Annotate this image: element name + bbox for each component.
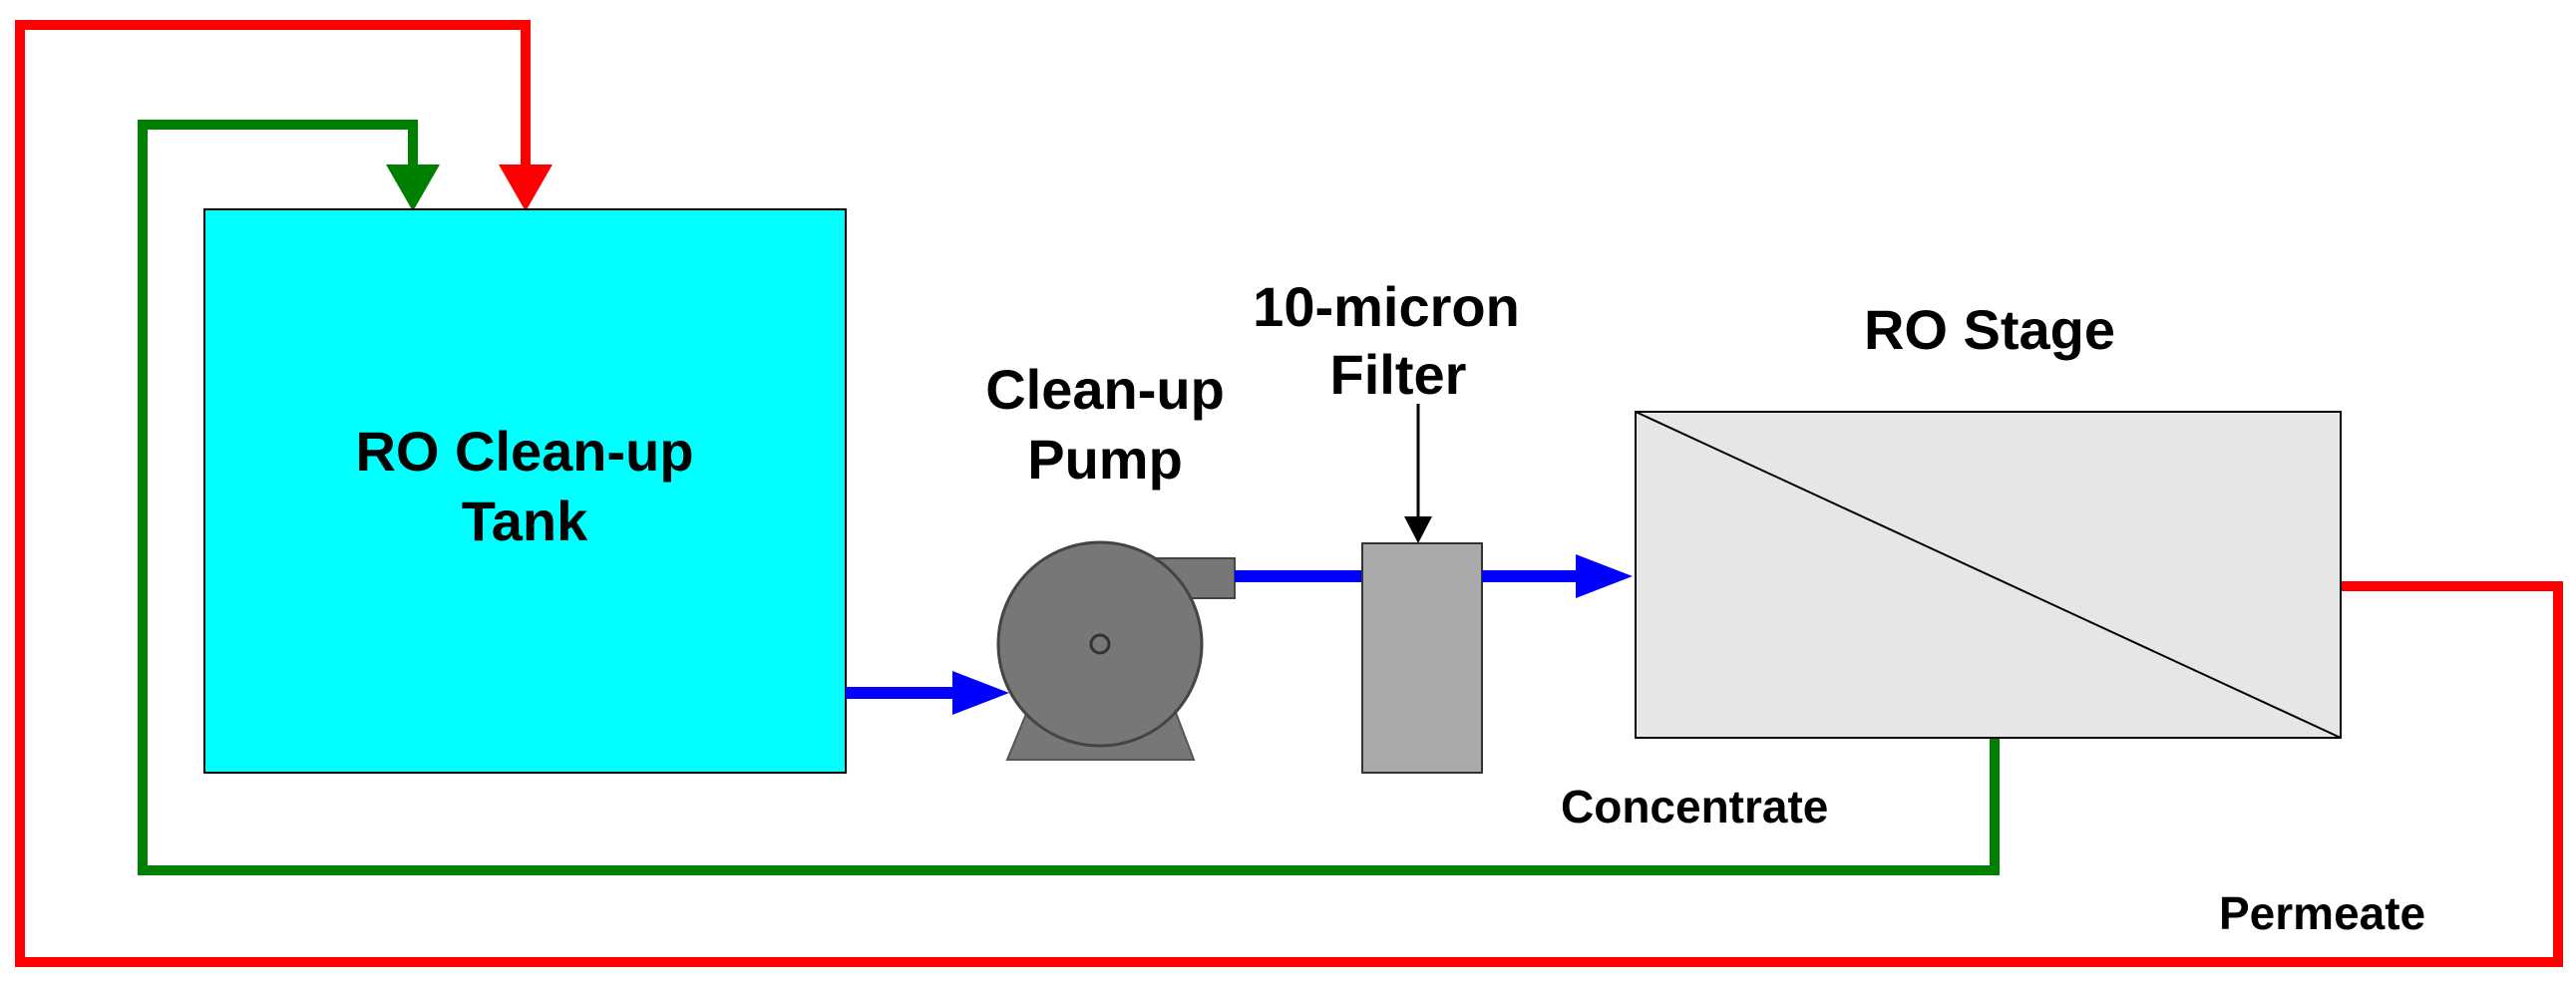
concentrate-arrowhead	[386, 165, 440, 211]
ten-micron-filter	[1361, 542, 1483, 774]
tank-label-line1: RO Clean-up	[355, 420, 693, 483]
filter-label-line2: Filter	[1330, 343, 1467, 406]
concentrate-return-line	[138, 120, 2000, 875]
feed-arrowhead-to-pump	[952, 671, 1009, 715]
pump-label-line2: Pump	[1027, 428, 1183, 491]
cleanup-pump	[996, 540, 1236, 761]
feed-line-filter-to-stage	[1482, 554, 1633, 598]
feed-arrowhead-to-stage	[1576, 554, 1633, 598]
concentrate-label: Concentrate	[1561, 781, 1828, 832]
permeate-return-line	[15, 20, 2563, 967]
filter-pointer-arrow	[1404, 404, 1432, 543]
tank-label-line2: Tank	[462, 490, 588, 552]
stage-label: RO Stage	[1864, 298, 2115, 361]
pump-housing	[996, 540, 1204, 748]
permeate-arrowhead	[499, 165, 552, 211]
filter-label-line1: 10-micron	[1253, 275, 1520, 338]
feed-line-tank-to-pump	[846, 671, 1009, 715]
pump-shaft	[1089, 633, 1111, 655]
permeate-label: Permeate	[2219, 887, 2425, 939]
ro-cleanup-tank	[203, 208, 847, 774]
ro-stage-membrane	[1635, 411, 2342, 739]
pump-label-line1: Clean-up	[985, 358, 1225, 421]
